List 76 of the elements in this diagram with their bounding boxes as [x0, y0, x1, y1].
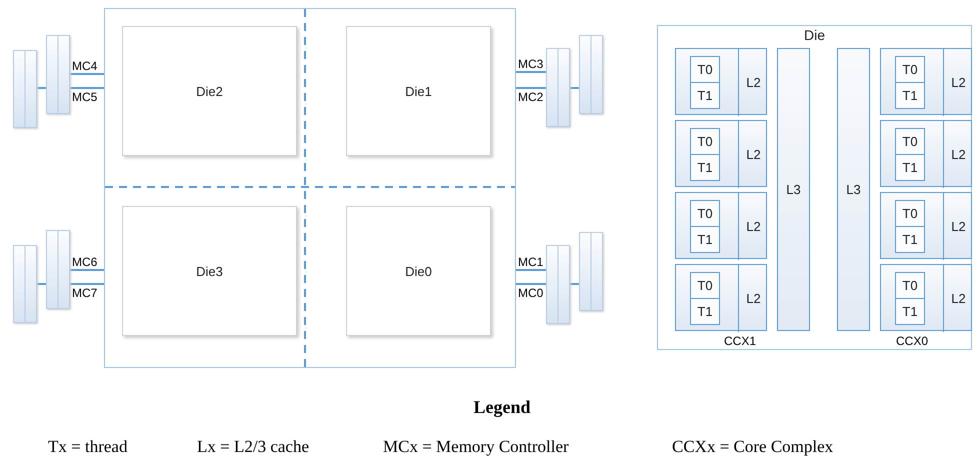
edge-label: MC6	[72, 255, 98, 269]
memory-module	[13, 50, 37, 128]
memory-module	[579, 232, 603, 311]
memory-module	[546, 245, 570, 324]
connector-line	[570, 87, 579, 89]
core-box	[675, 120, 767, 187]
die-box: Die3	[122, 206, 297, 336]
thread-cell: T0	[690, 272, 720, 299]
core-box	[880, 192, 972, 259]
edge-label: MC5	[72, 90, 98, 104]
memory-module	[579, 35, 603, 114]
die-box	[657, 25, 972, 350]
connector-line	[516, 269, 546, 271]
connector-line	[516, 71, 546, 73]
thread-cell: T1	[895, 226, 925, 253]
core-box	[675, 48, 767, 115]
cache-cell: L2	[943, 265, 973, 332]
memory-module	[546, 48, 570, 127]
edge-label: MC1	[518, 255, 544, 269]
thread-cell: T1	[895, 298, 925, 325]
connector-line	[70, 87, 104, 89]
memory-module	[13, 245, 37, 323]
thread-cell: T1	[690, 154, 720, 181]
group-label: CCX0	[896, 334, 928, 348]
thread-cell: T0	[895, 128, 925, 155]
thread-cell: T0	[690, 128, 720, 155]
thread-cell: T0	[895, 56, 925, 83]
connector-line	[70, 283, 104, 285]
thread-cell: T1	[690, 82, 720, 109]
core-box	[675, 192, 767, 259]
thread-cell: T0	[895, 272, 925, 299]
core-box	[880, 48, 972, 115]
core-box	[880, 264, 972, 331]
legend-entry: Tx = thread	[48, 437, 128, 457]
core-box	[675, 264, 767, 331]
thread-cell: T0	[690, 200, 720, 227]
die-box: Die2	[122, 26, 297, 156]
legend-entry: CCXx = Core Complex	[672, 437, 834, 457]
legend-title: Legend	[474, 397, 530, 418]
cache-cell: L2	[943, 121, 973, 188]
memory-module	[46, 230, 70, 309]
edge-label: MC0	[518, 286, 544, 300]
cache-cell: L2	[943, 193, 973, 260]
die-title: Die	[804, 27, 825, 43]
connector-line	[570, 283, 579, 285]
connector-line	[37, 87, 46, 89]
core-box	[880, 120, 972, 187]
cache-cell: L2	[738, 265, 768, 332]
edge-label: MC3	[518, 57, 544, 71]
connector-line	[516, 283, 546, 285]
cache-cell: L2	[738, 193, 768, 260]
edge-label: MC7	[72, 286, 98, 300]
group-label: CCX1	[724, 334, 756, 348]
package-box	[104, 8, 516, 368]
cache-bar: L3	[837, 48, 870, 331]
cache-cell: L2	[738, 121, 768, 188]
connector-line	[70, 269, 104, 271]
connector-line	[516, 87, 546, 89]
thread-cell: T0	[690, 56, 720, 83]
connector-line	[37, 283, 46, 285]
thread-cell: T1	[690, 298, 720, 325]
die-box: Die0	[346, 206, 491, 336]
thread-cell: T1	[690, 226, 720, 253]
cache-cell: L2	[943, 49, 973, 116]
edge-label: MC4	[72, 59, 98, 73]
thread-cell: T1	[895, 82, 925, 109]
connector-line	[70, 73, 104, 75]
thread-cell: T1	[895, 154, 925, 181]
edge-label: MC2	[518, 90, 544, 104]
die-box: Die1	[346, 26, 491, 156]
cache-bar: L3	[777, 48, 810, 331]
legend-entry: MCx = Memory Controller	[383, 437, 569, 457]
memory-module	[46, 35, 70, 114]
legend-entry: Lx = L2/3 cache	[197, 437, 310, 457]
thread-cell: T0	[895, 200, 925, 227]
cache-cell: L2	[738, 49, 768, 116]
